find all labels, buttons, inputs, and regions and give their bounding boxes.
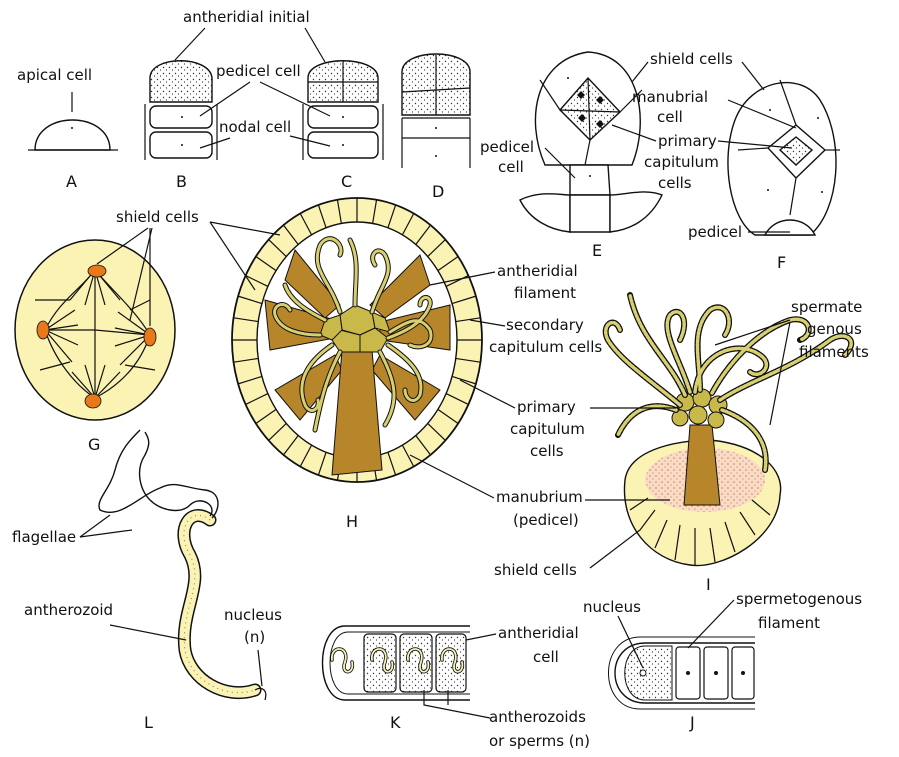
figure-d: D (402, 54, 470, 201)
figure-j: nucleus spermetogenous filament J (583, 590, 862, 732)
figure-letter-k: K (390, 713, 401, 732)
label-shield-cells-f: shield cells (650, 50, 733, 68)
figure-letter-i: I (706, 575, 711, 594)
figure-letter-l: L (144, 713, 153, 732)
figure-letter-f: F (777, 253, 786, 272)
label-manubrial: manubrial (632, 88, 708, 106)
label-spermate: spermate (791, 298, 862, 316)
label-flagellae: flagellae (12, 528, 76, 546)
label-manubrium: manubrium (496, 488, 583, 506)
label-spermetogenous: spermetogenous (736, 590, 862, 608)
label-primary-f: primary (658, 132, 717, 150)
label-shield-cells-i: shield cells (494, 561, 577, 579)
label-cells-f: cells (658, 174, 692, 192)
figure-e: E (520, 52, 662, 260)
label-genous: genous (807, 320, 862, 338)
figure-l: flagellae antherozoid nucleus (n) L (12, 430, 282, 732)
label-cell-k: cell (533, 648, 559, 666)
figure-letter-c: C (341, 172, 352, 191)
label-antherozoids: antherozoids (489, 708, 586, 726)
label-capitulum-h: capitulum (510, 420, 585, 438)
figure-h: H (232, 198, 482, 531)
figure-f: F (728, 80, 840, 272)
label-primary-h: primary (517, 398, 576, 416)
label-pedicel-cell-e: cell (498, 158, 524, 176)
label-pedicel-e: pedicel (480, 138, 534, 156)
figure-letter-h: H (346, 512, 358, 531)
figure-letter-b: B (176, 172, 187, 191)
figure-a-apical-cell: apical cell A (17, 66, 118, 191)
figure-letter-d: D (432, 182, 444, 201)
label-antheridial-initial: antheridial initial (183, 8, 310, 26)
label-filament: filament (514, 284, 576, 302)
label-manubrial-cell: cell (657, 108, 683, 126)
label-cells-h: cells (530, 442, 564, 460)
label-pedicel-paren: (pedicel) (513, 511, 579, 529)
figure-letter-g: G (88, 435, 100, 454)
label-antheridial: antheridial (497, 262, 578, 280)
label-filament-j: filament (758, 614, 820, 632)
figure-b: B (145, 61, 217, 191)
figure-c: C (303, 61, 383, 191)
figure-i: I (606, 295, 852, 594)
figure-g: shield cells G (15, 208, 199, 454)
label-nucleus-l-n: (n) (244, 628, 265, 646)
label-or-sperms: or sperms (n) (489, 732, 590, 750)
label-pedicel-f: pedicel (688, 223, 742, 241)
label-antherozoid: antherozoid (24, 601, 113, 619)
label-nucleus-j: nucleus (583, 598, 641, 616)
label-pedicel-cell: pedicel cell (216, 62, 301, 80)
label-nucleus-l: nucleus (224, 606, 282, 624)
label-capitulum-f: capitulum (644, 153, 719, 171)
figure-letter-j: J (689, 713, 695, 732)
figure-letter-e: E (592, 241, 602, 260)
label-antheridial-k: antheridial (498, 624, 579, 642)
figure-k: antheridial cell antherozoids or sperms … (323, 624, 591, 750)
figure-letter-a: A (66, 172, 77, 191)
label-capitulum-cells: capitulum cells (489, 338, 602, 356)
label-nodal-cell: nodal cell (219, 118, 291, 136)
label-secondary: secondary (506, 316, 584, 334)
label-filaments: filaments (799, 343, 869, 361)
label-apical-cell: apical cell (17, 66, 92, 84)
label-shield-cells-g: shield cells (116, 208, 199, 226)
